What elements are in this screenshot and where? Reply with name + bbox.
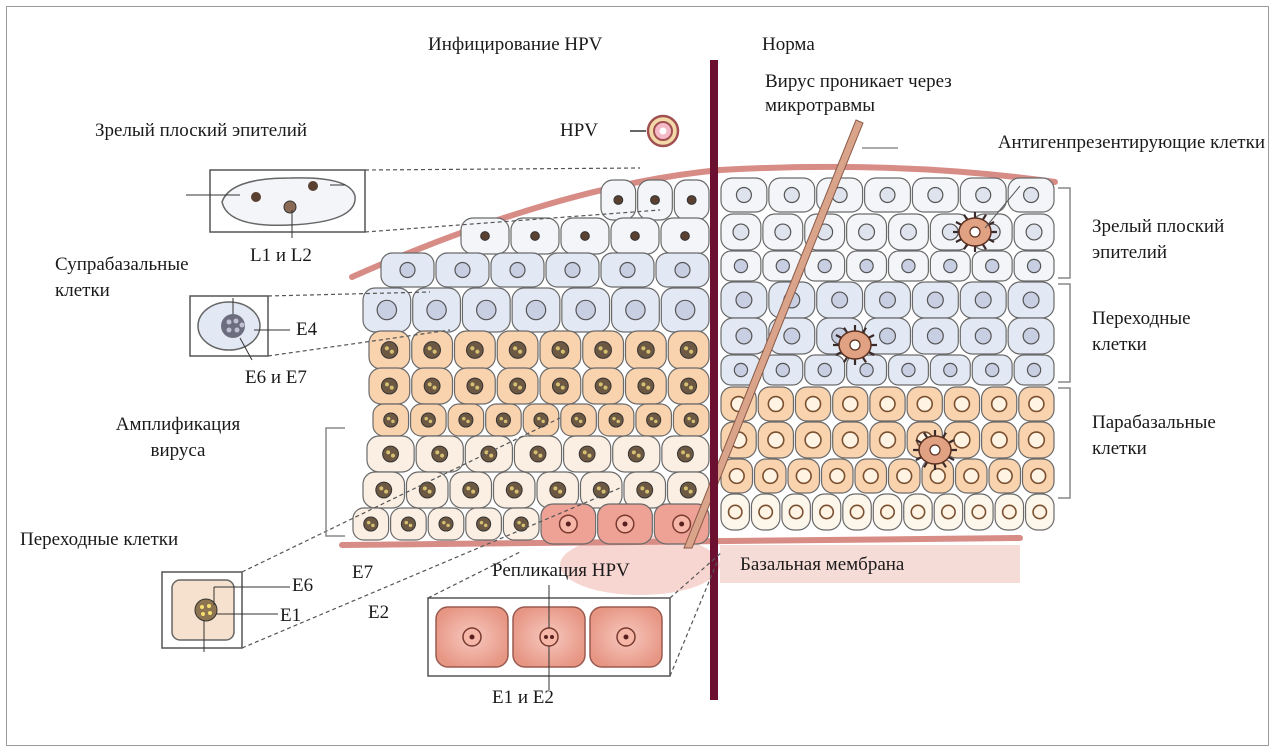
central-divider	[710, 60, 718, 700]
label-infection-hpv: Инфицирование HPV	[428, 32, 602, 58]
label-mature-squamous-left: Зрелый плоский эпителий	[95, 118, 307, 144]
label-transitional-left: Переходные клетки	[20, 527, 178, 553]
label-mature-squamous-right: Зрелый плоский эпителий	[1092, 214, 1262, 266]
amplification-bracket	[326, 428, 345, 536]
label-transitional-right: Переходные клетки	[1092, 306, 1242, 358]
parabasal-cells-left	[369, 331, 709, 436]
label-norm: Норма	[762, 32, 815, 58]
label-l1-l2: L1 и L2	[250, 243, 312, 269]
inset-basal-cells	[428, 585, 670, 690]
label-suprabasal: Супрабазальные клетки	[55, 252, 215, 304]
label-basal-membrane: Базальная мембрана	[740, 552, 904, 578]
parabasal-cells-right	[721, 387, 1054, 530]
label-parabasal: Парабазальные клетки	[1092, 410, 1262, 462]
label-amplification: Амплификация вируса	[88, 412, 268, 464]
label-e6-e7: E6 и E7	[245, 365, 307, 391]
hpv-virion-icon	[630, 116, 678, 146]
inset-suprabasal-cell	[190, 296, 290, 360]
inset-mature-cell	[186, 170, 365, 238]
layer-brackets-right	[1058, 188, 1070, 498]
label-apc: Антигенпрезентирующие клетки	[985, 130, 1265, 156]
label-e4: E4	[296, 317, 317, 343]
label-e1: E1	[280, 603, 301, 629]
hpv-infection-diagram	[0, 0, 1277, 722]
basal-cells-left	[353, 436, 709, 544]
label-e6: E6	[292, 573, 313, 599]
inset-transitional-cell	[162, 572, 290, 652]
label-hpv: HPV	[560, 118, 598, 144]
mature-cells-right	[721, 178, 1054, 281]
label-replication: Репликация HPV	[492, 558, 630, 584]
transitional-cells-left	[363, 253, 709, 332]
label-virus-penetrates: Вирус проникает через микротравмы	[765, 70, 1000, 118]
label-e2: E2	[368, 600, 389, 626]
label-e1-e2: E1 и E2	[492, 685, 554, 711]
label-e7: E7	[352, 560, 373, 586]
